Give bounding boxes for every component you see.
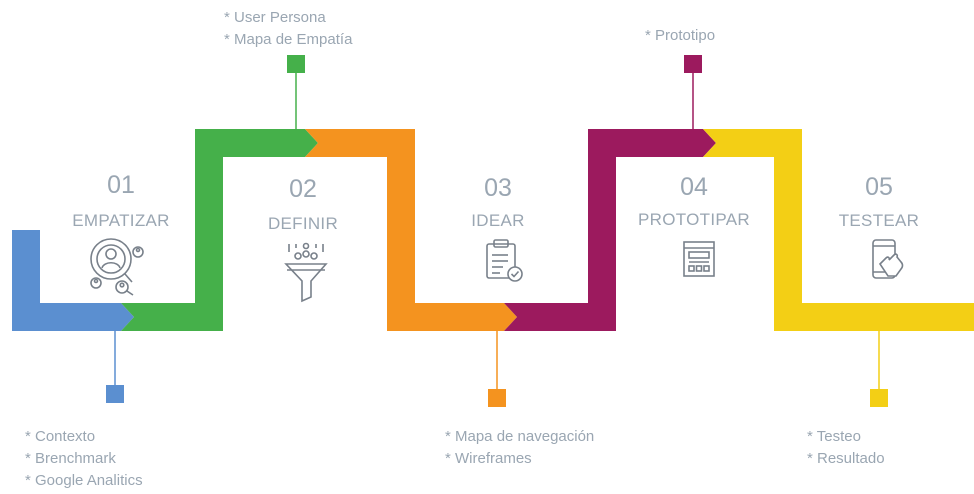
notes-definir: * User Persona * Mapa de Empatía bbox=[224, 7, 352, 51]
notes-prototipar: * Prototipo bbox=[645, 25, 715, 47]
stage-number-idear: 03 bbox=[484, 174, 512, 202]
wireframe-icon bbox=[683, 241, 715, 277]
stage-number-empatizar: 01 bbox=[107, 171, 135, 199]
stage-label-definir: DEFINIR bbox=[267, 214, 339, 233]
note-item: * Contexto bbox=[25, 428, 96, 445]
notes-empatizar: * Contexto * Brenchmark * Google Analiti… bbox=[25, 426, 143, 492]
path-segment-testear bbox=[703, 129, 974, 331]
note-item: * Prototipo bbox=[645, 27, 716, 44]
stage-label-testear: TESTEAR bbox=[838, 211, 920, 230]
note-item: * Testeo bbox=[807, 428, 861, 445]
path-segment-empatizar bbox=[12, 230, 134, 331]
stage-number-testear: 05 bbox=[865, 173, 893, 201]
path-segment-idear bbox=[305, 129, 517, 331]
stage-label-empatizar: EMPATIZAR bbox=[72, 211, 170, 230]
stage-label-idear: IDEAR bbox=[471, 211, 525, 230]
note-item: * Wireframes bbox=[445, 450, 532, 467]
stage-number-definir: 02 bbox=[289, 175, 317, 203]
note-item: * Mapa de navegación bbox=[445, 428, 595, 445]
note-item: * Mapa de Empatía bbox=[224, 31, 353, 48]
note-item: * Google Analitics bbox=[25, 472, 143, 489]
marker-testear bbox=[870, 389, 888, 407]
marker-idear bbox=[488, 389, 506, 407]
note-item: * Brenchmark bbox=[25, 450, 116, 467]
marker-definir bbox=[287, 55, 305, 73]
user-search-icon bbox=[90, 238, 144, 296]
stage-number-prototipar: 04 bbox=[680, 173, 708, 201]
marker-empatizar bbox=[106, 385, 124, 403]
path-segment-definir bbox=[121, 129, 318, 331]
touch-phone-icon bbox=[872, 239, 904, 279]
funnel-icon bbox=[284, 242, 328, 303]
notes-testear: * Testeo * Resultado bbox=[807, 426, 885, 470]
clipboard-check-icon bbox=[486, 239, 523, 282]
note-item: * User Persona bbox=[224, 9, 326, 26]
notes-idear: * Mapa de navegación * Wireframes bbox=[445, 426, 594, 470]
note-item: * Resultado bbox=[807, 450, 885, 467]
marker-prototipar bbox=[684, 55, 702, 73]
stage-label-prototipar: PROTOTIPAR bbox=[638, 210, 750, 229]
path-segment-prototipar bbox=[504, 129, 716, 331]
